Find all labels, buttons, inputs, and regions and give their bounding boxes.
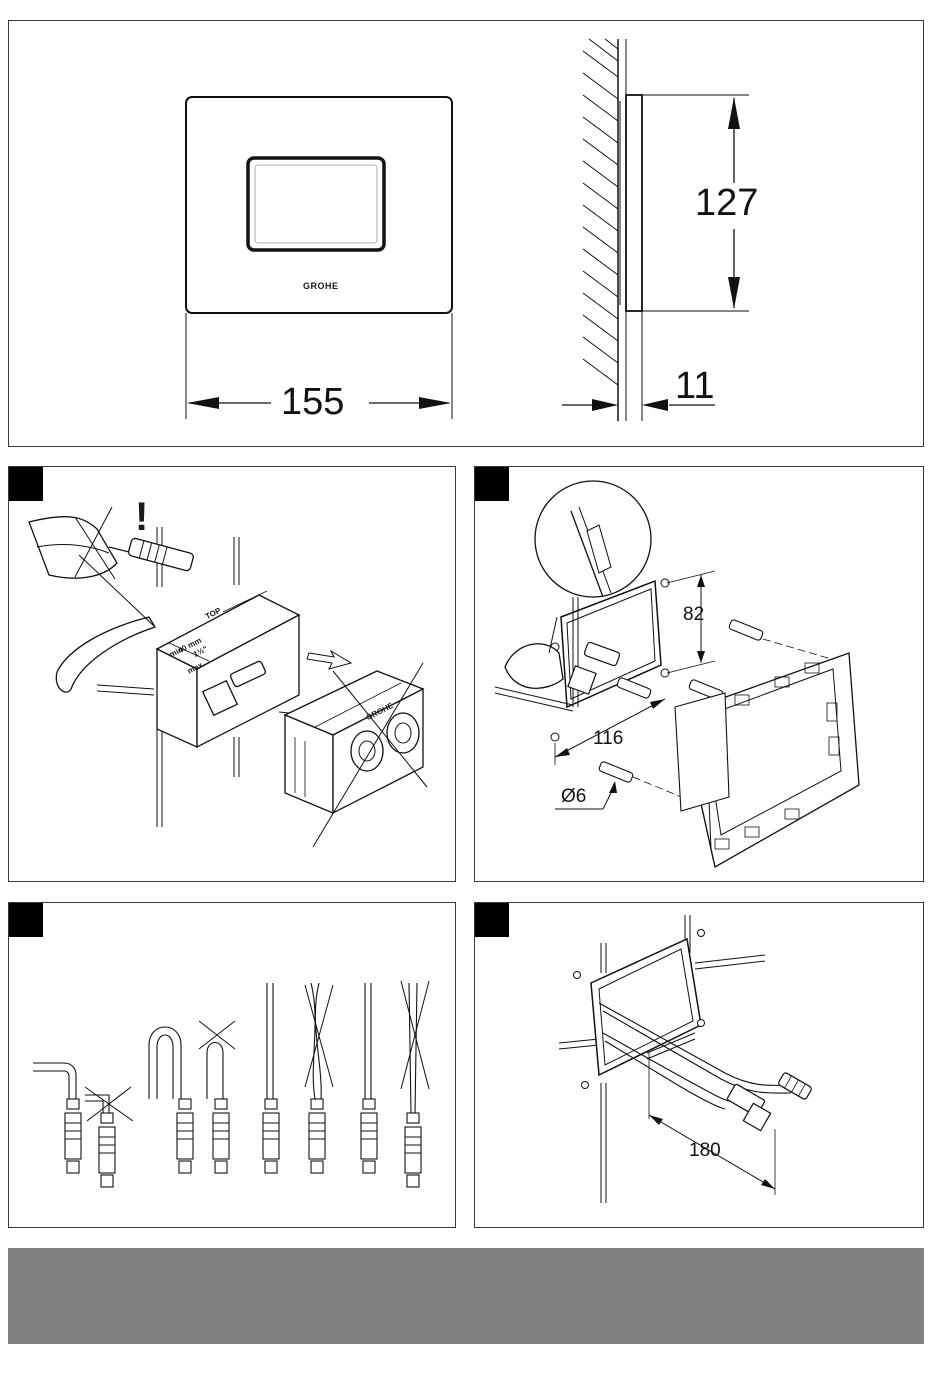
step3-panel bbox=[8, 902, 456, 1228]
depth-dimension-label: 11 bbox=[675, 367, 714, 405]
step1-panel: ! TOP min. 40 mm 1½" max. GROHE bbox=[8, 466, 456, 882]
step4-panel: 180 bbox=[474, 902, 924, 1228]
step3-drawing bbox=[9, 903, 457, 1229]
height-dimension-label: 127 bbox=[695, 184, 758, 222]
horizontal-spacing-label: 116 bbox=[593, 729, 623, 748]
wall-hatch bbox=[583, 39, 618, 385]
step2-panel: 82 116 Ø6 bbox=[474, 466, 924, 882]
width-dimension-label: 155 bbox=[281, 383, 344, 421]
overview-panel: GROHE 155 127 11 bbox=[8, 20, 924, 447]
flush-button bbox=[248, 158, 384, 250]
cable-length-label: 180 bbox=[689, 1141, 721, 1160]
step1-drawing bbox=[9, 467, 457, 883]
drill-diameter-label: Ø6 bbox=[561, 787, 586, 806]
step4-drawing bbox=[475, 903, 925, 1229]
plate-logo: GROHE bbox=[303, 281, 339, 291]
overview-drawing bbox=[9, 21, 925, 448]
vertical-spacing-label: 82 bbox=[683, 605, 704, 624]
step2-drawing bbox=[475, 467, 925, 883]
warning-mark: ! bbox=[135, 497, 148, 537]
footer-bar bbox=[8, 1248, 924, 1344]
